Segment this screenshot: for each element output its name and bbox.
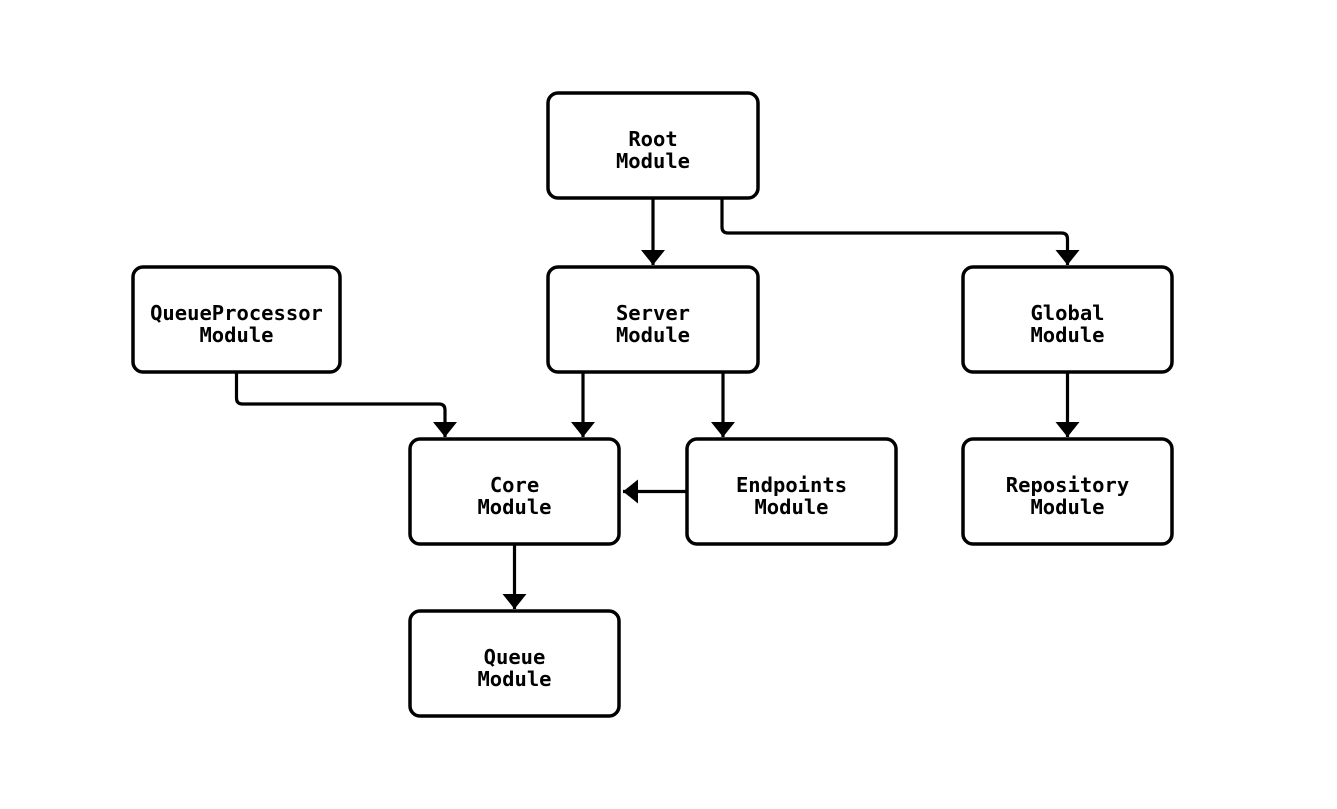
node-global-sublabel: Module (1030, 323, 1104, 347)
node-queueprocessor-module: QueueProcessor Module (131, 265, 342, 374)
node-endpoints-sublabel: Module (754, 495, 828, 519)
node-core-sublabel: Module (477, 495, 551, 519)
node-queue-box (408, 609, 621, 718)
node-core-module: Core Module (408, 437, 621, 546)
node-core-box (408, 437, 621, 546)
node-server-box (546, 265, 760, 374)
node-repository-box (961, 437, 1174, 546)
node-root-label: Root (628, 127, 677, 151)
node-endpoints-label: Endpoints (736, 473, 847, 497)
node-queueprocessor-label: QueueProcessor (150, 301, 323, 325)
node-queueprocessor-sublabel: Module (199, 323, 273, 347)
node-repository-label: Repository (1006, 473, 1129, 497)
node-server-sublabel: Module (616, 323, 690, 347)
node-queue-module: Queue Module (408, 609, 621, 718)
node-repository-module: Repository Module (961, 437, 1174, 546)
edge-queueprocessor-to-core (234, 372, 457, 437)
node-root-module: Root Module (546, 91, 760, 200)
node-queue-sublabel: Module (477, 667, 551, 691)
node-repository-sublabel: Module (1030, 495, 1104, 519)
node-endpoints-box (685, 437, 898, 546)
node-root-box (546, 91, 760, 200)
node-server-module: Server Module (546, 265, 760, 374)
node-global-box (961, 265, 1174, 374)
node-global-module: Global Module (961, 265, 1174, 374)
node-core-label: Core (490, 473, 539, 497)
node-root-sublabel: Module (616, 149, 690, 173)
node-queueprocessor-box (131, 265, 342, 374)
node-global-label: Global (1030, 301, 1104, 325)
node-endpoints-module: Endpoints Module (685, 437, 898, 546)
node-queue-label: Queue (484, 645, 546, 669)
node-server-label: Server (616, 301, 690, 325)
edge-root-to-global (720, 198, 1080, 265)
